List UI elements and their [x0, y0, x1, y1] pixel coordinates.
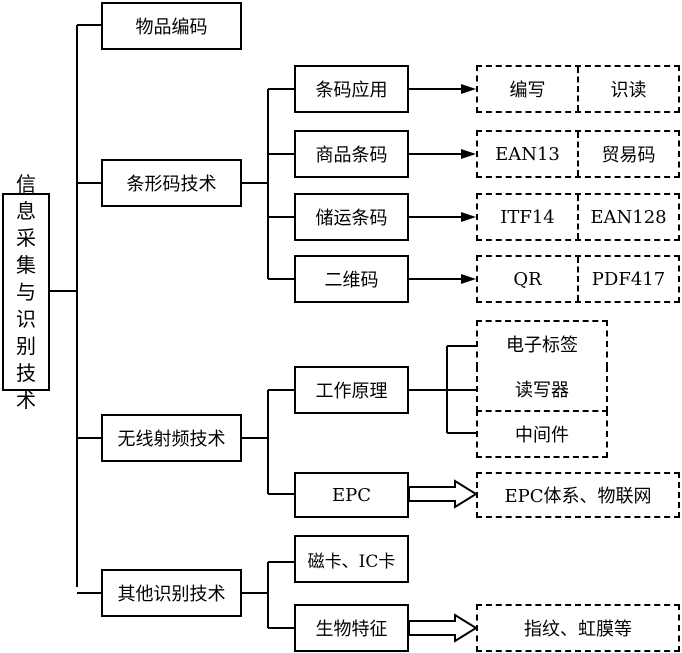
- root-label-char: 与: [16, 279, 36, 304]
- cell-label: EAN13: [495, 143, 560, 165]
- cell-label: EPC体系、物联网: [504, 486, 652, 507]
- node-barcode-tech: 条形码技术: [101, 159, 242, 207]
- target-logistics-barcode: ITF14 EAN128: [476, 193, 680, 241]
- root-label-char: 信: [16, 171, 36, 196]
- node-barcode-application: 条码应用: [294, 65, 409, 113]
- target-fingerprint-iris: 指纹、虹膜等: [476, 604, 680, 652]
- target-2d-barcode: QR PDF417: [476, 255, 680, 303]
- cell-label: 读写器: [515, 380, 569, 401]
- node-label: 无线射频技术: [117, 429, 226, 450]
- cell-label: 编写: [509, 80, 546, 101]
- arrowhead-icon: [461, 149, 476, 159]
- node-item-coding: 物品编码: [101, 2, 242, 50]
- target-cell: EAN13: [478, 132, 577, 176]
- cell-label: QR: [513, 268, 542, 290]
- target-cell: ITF14: [478, 195, 577, 239]
- cell-label: 电子标签: [506, 335, 578, 356]
- cell-label: 中间件: [515, 425, 569, 446]
- target-epc-system: EPC体系、物联网: [476, 472, 680, 518]
- target-middleware: 中间件: [476, 410, 608, 458]
- target-cell: PDF417: [577, 257, 678, 301]
- cell-label: ITF14: [500, 206, 555, 228]
- target-electronic-tag: 电子标签: [476, 320, 608, 368]
- target-reader-writer: 读写器: [476, 366, 608, 412]
- node-biometrics: 生物特征: [294, 604, 409, 652]
- root-label-char: 别: [16, 333, 36, 358]
- node-label: 工作原理: [315, 381, 388, 402]
- node-label: 储运条码: [315, 208, 388, 229]
- node-2d-barcode: 二维码: [294, 255, 409, 303]
- root-label-char: 术: [16, 387, 36, 412]
- cell-label: 识读: [610, 80, 647, 101]
- target-cell: EAN128: [577, 195, 678, 239]
- node-logistics-barcode: 储运条码: [294, 193, 409, 241]
- arrowhead-icon: [461, 212, 476, 222]
- target-cell: 编写: [478, 67, 577, 111]
- target-cell: 识读: [577, 67, 678, 111]
- node-working-principle: 工作原理: [294, 366, 409, 414]
- arrowhead-icon: [461, 84, 476, 94]
- root-label-char: 技: [16, 360, 36, 385]
- root-label-char: 识: [16, 306, 36, 331]
- root-label-char: 息: [16, 198, 36, 223]
- node-label: EPC: [331, 484, 372, 506]
- arrowhead-icon: [461, 274, 476, 284]
- cell-label: 贸易码: [601, 145, 656, 166]
- root-label-char: 采: [16, 225, 36, 250]
- cell-label: EAN128: [590, 206, 667, 228]
- hollow-arrow-icon: [408, 613, 478, 643]
- node-label: 条形码技术: [126, 174, 217, 195]
- node-other-tech: 其他识别技术: [101, 569, 242, 617]
- target-barcode-application: 编写 识读: [476, 65, 680, 113]
- cell-label: PDF417: [591, 268, 666, 290]
- node-label: 商品条码: [315, 145, 388, 166]
- target-commodity-barcode: EAN13 贸易码: [476, 130, 680, 178]
- target-cell: QR: [478, 257, 577, 301]
- node-epc: EPC: [294, 472, 409, 518]
- cell-label: 指纹、虹膜等: [524, 619, 632, 640]
- node-commodity-barcode: 商品条码: [294, 130, 409, 178]
- node-label: 生物特征: [315, 619, 388, 640]
- target-cell: 贸易码: [577, 132, 678, 176]
- root-label-char: 集: [16, 252, 36, 277]
- node-label: 磁卡、IC卡: [307, 551, 396, 572]
- root-node: 信息采集与识别技术: [2, 172, 50, 412]
- hollow-arrow-icon: [408, 479, 478, 509]
- node-label: 二维码: [324, 270, 379, 291]
- node-label: 条码应用: [315, 80, 388, 101]
- node-rfid-tech: 无线射频技术: [101, 414, 242, 462]
- node-label: 其他识别技术: [117, 584, 226, 605]
- node-label: 物品编码: [135, 17, 208, 38]
- node-magnetic-ic-card: 磁卡、IC卡: [294, 535, 409, 583]
